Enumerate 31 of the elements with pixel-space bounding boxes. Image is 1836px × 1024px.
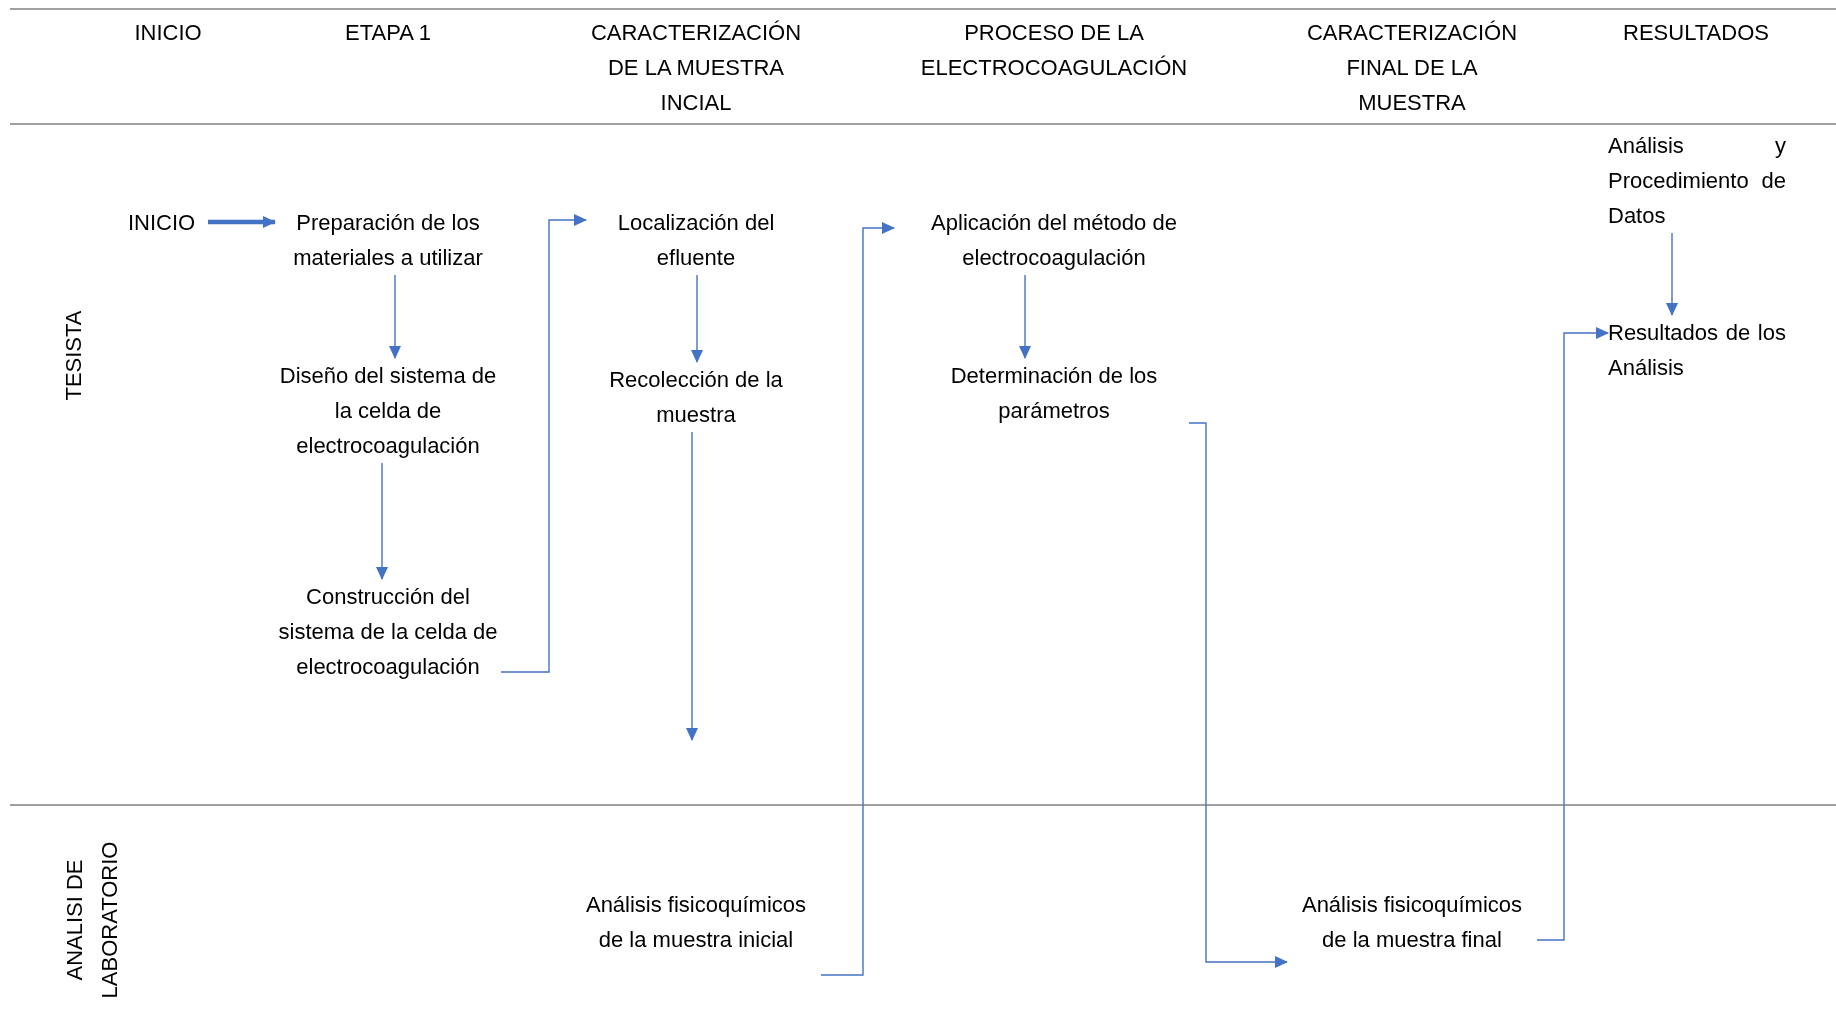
- step-text: Análisis y Procedimiento de Datos: [1608, 128, 1786, 233]
- arrow: [500, 214, 587, 673]
- step-text: Análisis fisicoquímicos de la muestra inicial: [571, 887, 821, 957]
- arrow: [1666, 232, 1678, 316]
- arrow: [389, 274, 401, 359]
- step-text: Resultados de los Análisis: [1608, 315, 1786, 385]
- step-text: Recolección de la muestra: [576, 362, 816, 432]
- lane-label: ANALISI DE LABORATORIO: [61, 840, 123, 1001]
- step-text: Localización del efluente: [586, 205, 806, 275]
- arrow: [820, 222, 895, 976]
- arrow: [1188, 422, 1288, 968]
- lane-label: TESISTA: [59, 309, 87, 401]
- step-text: INICIO: [128, 205, 208, 240]
- column-header: CARACTERIZACIÓN DE LA MUESTRA INCIAL: [589, 19, 803, 117]
- step-text: Construcción del sistema de la celda de electrocoagulación: [275, 579, 501, 684]
- arrow: [686, 431, 698, 741]
- arrow: [691, 274, 703, 363]
- step-text: Aplicación del método de electrocoagulación: [894, 205, 1214, 275]
- column-header: INICIO: [133, 19, 203, 47]
- column-header: RESULTADOS: [1622, 19, 1770, 47]
- arrow: [376, 462, 388, 580]
- step-text: Análisis fisicoquímicos de la muestra final: [1287, 887, 1537, 957]
- column-header: ETAPA 1: [344, 19, 432, 47]
- arrow: [208, 216, 276, 228]
- step-text: Preparación de los materiales a utilizar: [275, 205, 501, 275]
- column-header: CARACTERIZACIÓN FINAL DE LA MUESTRA: [1305, 19, 1519, 117]
- step-text: Diseño del sistema de la celda de electrocoagulación: [275, 358, 501, 463]
- arrow: [1019, 274, 1031, 359]
- step-text: Determinación de los parámetros: [919, 358, 1189, 428]
- arrow: [1536, 327, 1609, 941]
- column-header: PROCESO DE LA ELECTROCOAGULACIÓN: [919, 19, 1189, 82]
